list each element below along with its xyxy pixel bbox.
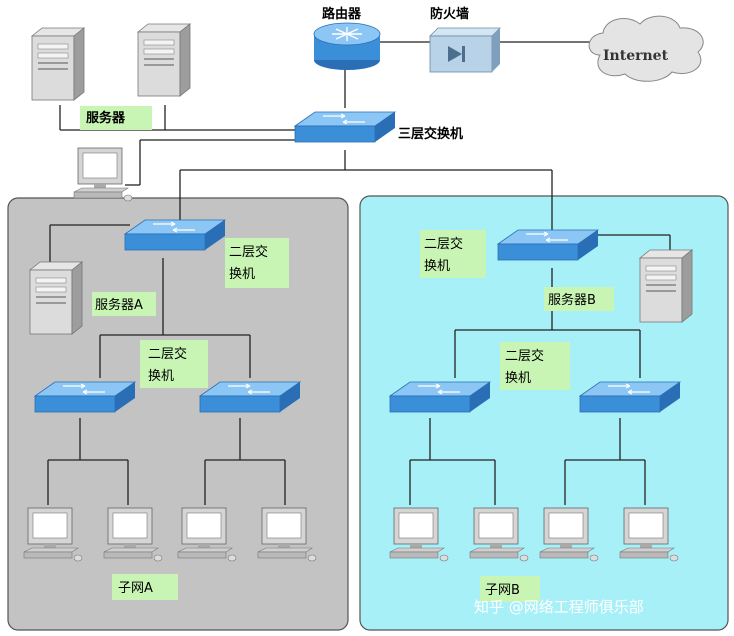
watermark-text: 知乎 @网络工程师俱乐部 xyxy=(474,598,644,616)
admin-pc-icon xyxy=(73,147,133,202)
subnet-a-sub-switch-label-bg xyxy=(140,340,208,388)
internet-cloud-icon xyxy=(588,15,704,82)
subnet-b-l2-switch-label-bg xyxy=(420,230,486,278)
subnet-a-sub-switch-label-line1: 二层交 xyxy=(148,346,187,362)
firewall-icon xyxy=(429,27,501,73)
subnet-a-l2-switch-label-bg xyxy=(225,238,289,288)
subnet-a-l2-switch-label-line1: 二层交 xyxy=(229,244,268,260)
subnet-b-label-bg xyxy=(480,576,540,602)
subnet-b-sub-switch-label-bg xyxy=(500,342,570,390)
subnet-b-sub-switch-label-line1: 二层交 xyxy=(505,348,544,364)
subnet-a-l2-switch-icon xyxy=(124,219,226,251)
subnet-a-label: 子网A xyxy=(118,581,153,596)
subnet-a-l2-switch-label-line2: 换机 xyxy=(229,267,255,282)
server-a-label-bg xyxy=(92,292,156,316)
internet-label: Internet xyxy=(603,48,669,64)
router-icon xyxy=(313,22,381,70)
server-icon xyxy=(137,23,191,97)
router-label: 路由器 xyxy=(322,6,362,22)
subnet-b-l2-switch-label-line1: 二层交 xyxy=(424,236,463,252)
subnet-b-l2-switch-label-line2: 换机 xyxy=(424,259,450,274)
subnet-a-access-switch-icon xyxy=(199,381,301,413)
subnet-b-access-switch-icon xyxy=(389,381,491,413)
servers-label: 服务器 xyxy=(86,110,126,126)
l3-switch-label: 三层交换机 xyxy=(398,126,463,142)
subnet-b-label: 子网B xyxy=(485,583,520,598)
server-icon xyxy=(31,27,85,101)
server-b-label: 服务器B xyxy=(548,292,596,308)
subnet-a-sub-switch-label-line2: 换机 xyxy=(148,369,174,384)
l3-switch-icon xyxy=(294,111,396,143)
server-b-label-bg xyxy=(544,287,614,311)
subnet-b-sub-switch-label-line2: 换机 xyxy=(505,371,531,386)
subnet-b-access-switch-icon xyxy=(579,381,681,413)
subnet-a-label-bg xyxy=(112,574,178,600)
server-a-icon xyxy=(29,261,83,335)
subnet-b-l2-switch-icon xyxy=(497,229,599,261)
server-b-icon xyxy=(639,249,693,323)
servers-label-bg xyxy=(80,106,152,130)
subnet-a-access-switch-icon xyxy=(34,381,136,413)
server-a-label: 服务器A xyxy=(95,297,143,313)
firewall-label: 防火墙 xyxy=(430,6,469,22)
